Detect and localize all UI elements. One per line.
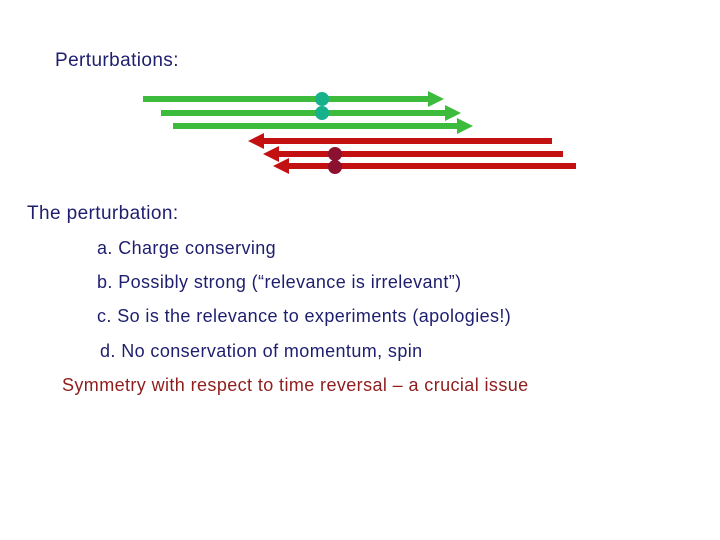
red-left-arrowhead-icon [248,133,264,149]
green-right-arrow-shaft [143,96,428,102]
green-right-arrow-shaft [161,110,445,116]
maroon-dot [328,160,342,174]
red-left-arrow-shaft [264,138,552,144]
green-right-arrowhead-icon [428,91,444,107]
list-item-d: d. No conservation of momentum, spin [100,341,423,361]
slide-subtitle: The perturbation: [27,203,179,224]
teal-dot [315,92,329,106]
list-item-c: c. So is the relevance to experiments (a… [97,306,512,326]
red-left-arrow-shaft [279,151,563,157]
footer-emphasis-text: Symmetry with respect to time reversal –… [62,375,529,395]
teal-dot [315,106,329,120]
maroon-dot [328,147,342,161]
green-right-arrowhead-icon [445,105,461,121]
green-right-arrowhead-icon [457,118,473,134]
list-item-a: a. Charge conserving [97,238,277,258]
red-left-arrow-shaft [289,163,576,169]
green-right-arrow-shaft [173,123,457,129]
red-left-arrowhead-icon [273,158,289,174]
slide-title: Perturbations: [55,50,179,71]
list-item-b: b. Possibly strong (“relevance is irrele… [97,272,462,292]
